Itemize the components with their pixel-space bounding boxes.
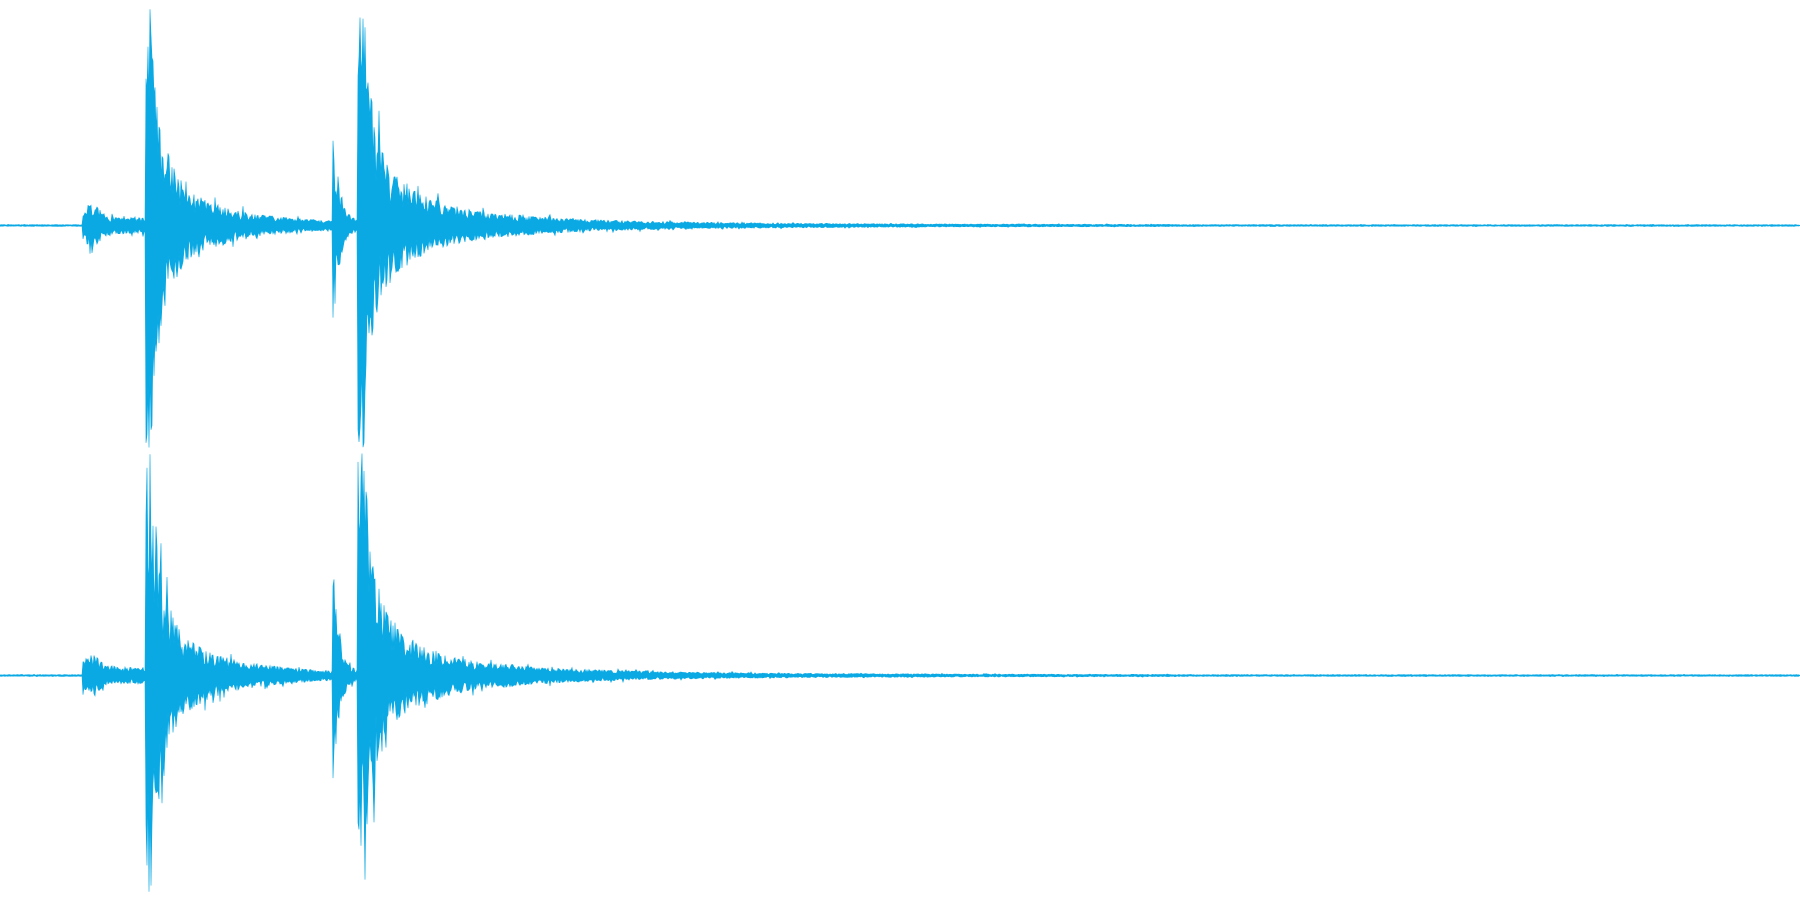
waveform-channel-left <box>0 9 1800 448</box>
channel-right-envelope <box>0 453 1800 892</box>
waveform-channel-right <box>0 453 1800 892</box>
channel-left-envelope <box>0 9 1800 448</box>
